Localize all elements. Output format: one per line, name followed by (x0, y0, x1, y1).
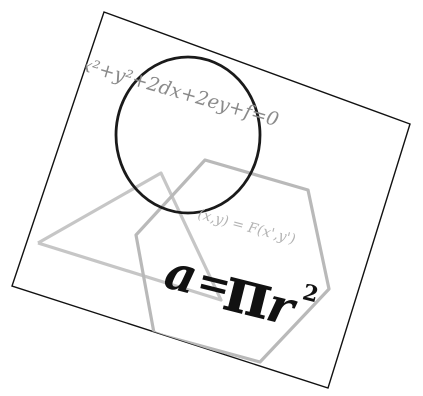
triangle-shape (37, 171, 223, 302)
rotated-card (11, 11, 411, 389)
circle-shape (114, 55, 262, 215)
area-exponent-text: 2 (300, 279, 321, 308)
hexagon-shape (134, 158, 331, 364)
